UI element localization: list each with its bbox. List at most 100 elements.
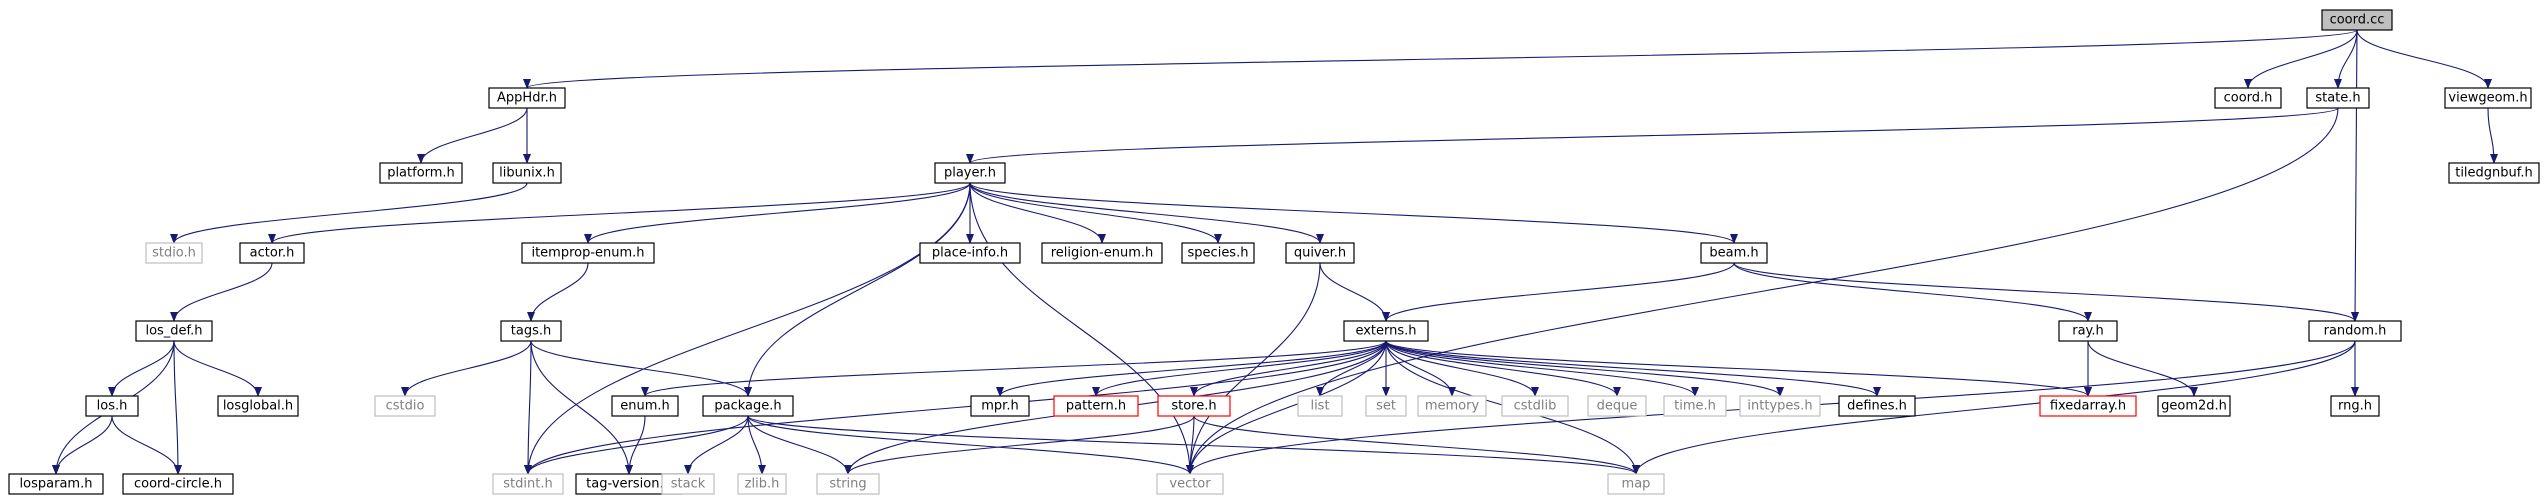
- edge-externs_h-to-fixedarray_h: [1385, 340, 2092, 397]
- edge-externs_h-to-time_h: [1385, 340, 1699, 397]
- node-box: [2214, 87, 2282, 109]
- edge-beam_h-to-random_h: [1733, 262, 2359, 322]
- node-label: geom2d.h: [2161, 399, 2227, 414]
- node-ray-h[interactable]: ray.h: [2058, 320, 2118, 342]
- node-geom2d-h[interactable]: geom2d.h: [2157, 395, 2231, 417]
- node-box: [611, 395, 679, 417]
- edge-beam_h-to-externs_h: [1382, 262, 1735, 322]
- edge-coord_cc-to-apphdr: [523, 29, 2358, 89]
- node-time-h: time.h: [1663, 395, 1727, 417]
- node-actor-h[interactable]: actor.h: [239, 242, 305, 264]
- edge-tags_h-to-stdint_h: [524, 340, 533, 475]
- edge-store_h-to-map: [1193, 415, 1640, 475]
- node-rng-h[interactable]: rng.h: [2330, 395, 2380, 417]
- node-quiver-h[interactable]: quiver.h: [1285, 242, 1355, 264]
- node-box: [2330, 395, 2380, 417]
- node-itemprop-enum-h[interactable]: itemprop-enum.h: [521, 242, 655, 264]
- node-box: [2306, 87, 2370, 109]
- edge-package_h-to-zlib_h: [747, 415, 766, 475]
- node-store-h[interactable]: store.h: [1157, 395, 1231, 417]
- edge-itemprop_enum_h-to-tags_h: [527, 262, 589, 322]
- node-player-h[interactable]: player.h: [934, 162, 1006, 184]
- edge-los_def_h-to-losglobal_h: [173, 340, 262, 397]
- edge-externs_h-to-store_h: [1190, 340, 1387, 397]
- edge-los_def_h-to-coord_circle_h: [173, 340, 182, 475]
- node-label: cstdlib: [1514, 399, 1557, 414]
- node-mpr-h[interactable]: mpr.h: [970, 395, 1030, 417]
- node-viewgeom-h[interactable]: viewgeom.h: [2444, 87, 2532, 109]
- node-label: package.h: [714, 399, 781, 414]
- node-religion-enum-h[interactable]: religion-enum.h: [1041, 242, 1163, 264]
- node-box: [661, 473, 715, 495]
- node-package-h[interactable]: package.h: [702, 395, 794, 417]
- node-tiledgnbuf-h[interactable]: tiledgnbuf.h: [2448, 162, 2540, 184]
- edge-player_h-to-species_h: [969, 182, 1222, 244]
- node-pattern-h[interactable]: pattern.h: [1053, 395, 1139, 417]
- node-losparam-h[interactable]: losparam.h: [8, 473, 104, 495]
- node-defines-h[interactable]: defines.h: [1838, 395, 1916, 417]
- node-box: [1587, 395, 1647, 417]
- node-label: enum.h: [620, 399, 670, 414]
- node-label: fixedarray.h: [2050, 399, 2126, 414]
- edge-player_h-to-quiver_h: [969, 182, 1324, 244]
- node-box: [145, 242, 203, 264]
- node-tag-version-h[interactable]: tag-version.h: [575, 473, 683, 495]
- node-losglobal-h[interactable]: losglobal.h: [217, 395, 299, 417]
- node-externs-h[interactable]: externs.h: [1343, 320, 1429, 342]
- node-platform-h[interactable]: platform.h: [379, 162, 463, 184]
- edge-coord_cc-to-state_h: [2334, 29, 2358, 89]
- node-label: beam.h: [1709, 246, 1758, 261]
- node-box: [2321, 9, 2393, 31]
- node-label: stdint.h: [503, 477, 552, 492]
- edge-coord_cc-to-random_h: [2351, 29, 2360, 322]
- node-label: itemprop-enum.h: [531, 246, 644, 261]
- node-box: [521, 242, 655, 264]
- node-label: store.h: [1171, 399, 1216, 414]
- node-label: rng.h: [2338, 399, 2372, 414]
- edge-libunix_h-to-stdio_h: [170, 182, 528, 244]
- node-place-info-h[interactable]: place-info.h: [919, 242, 1021, 264]
- node-label: string: [829, 477, 866, 492]
- node-box: [135, 320, 213, 342]
- edge-state_h-to-player_h: [966, 107, 2339, 164]
- node-label: los_def.h: [145, 324, 202, 339]
- node-species-h[interactable]: species.h: [1181, 242, 1255, 264]
- node-coord-circle-h[interactable]: coord-circle.h: [122, 473, 234, 495]
- node-enum-h[interactable]: enum.h: [611, 395, 679, 417]
- node-box: [970, 395, 1030, 417]
- edge-ray_h-to-geom2d_h: [2087, 340, 2198, 397]
- node-libunix-h[interactable]: libunix.h: [492, 162, 562, 184]
- node-box: [122, 473, 234, 495]
- node-random-h[interactable]: random.h: [2308, 320, 2402, 342]
- node-fixedarray-h[interactable]: fixedarray.h: [2039, 395, 2137, 417]
- node-apphdr[interactable]: AppHdr.h: [488, 87, 566, 109]
- node-coord-h[interactable]: coord.h: [2214, 87, 2282, 109]
- node-box: [1838, 395, 1916, 417]
- node-box: [1297, 395, 1343, 417]
- node-box: [2039, 395, 2137, 417]
- node-label: tag-version.h: [586, 477, 672, 492]
- node-coord-cc[interactable]: coord.cc: [2321, 9, 2393, 31]
- node-tags-h[interactable]: tags.h: [500, 320, 562, 342]
- node-los-h[interactable]: los.h: [85, 395, 139, 417]
- node-label: platform.h: [387, 166, 455, 181]
- node-inttypes-h: inttypes.h: [1739, 395, 1821, 417]
- node-box: [2448, 162, 2540, 184]
- node-label: list: [1310, 399, 1329, 414]
- node-label: losglobal.h: [223, 399, 293, 414]
- node-label: defines.h: [1847, 399, 1907, 414]
- node-box: [1739, 395, 1821, 417]
- node-label: pattern.h: [1066, 399, 1126, 414]
- edge-quiver_h-to-vector: [1186, 262, 1321, 475]
- edge-quiver_h-to-externs_h: [1319, 262, 1390, 322]
- edge-store_h-to-string: [844, 415, 1195, 475]
- node-los-def-h[interactable]: los_def.h: [135, 320, 213, 342]
- node-box: [1343, 320, 1429, 342]
- edge-externs_h-to-mpr_h: [996, 340, 1387, 397]
- node-beam-h[interactable]: beam.h: [1700, 242, 1768, 264]
- node-label: time.h: [1674, 399, 1716, 414]
- edge-externs_h-to-pattern_h: [1092, 340, 1387, 397]
- edge-externs_h-to-enum_h: [641, 340, 1387, 397]
- edge-externs_h-to-cstdlib: [1385, 340, 1539, 397]
- node-state-h[interactable]: state.h: [2306, 87, 2370, 109]
